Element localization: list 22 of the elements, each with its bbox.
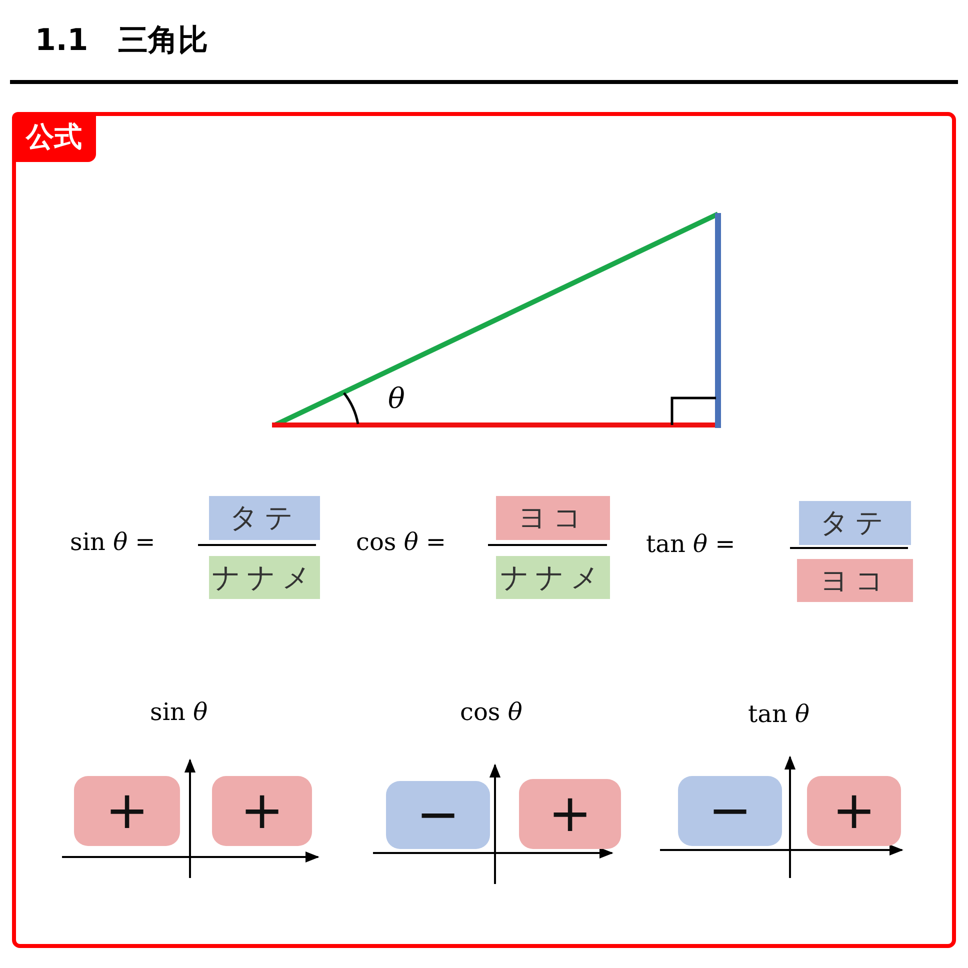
chart-title: tan θ xyxy=(748,700,810,728)
sign-box: + xyxy=(519,779,621,849)
fraction-term: ナナメ xyxy=(209,556,320,599)
panel-tab: 公式 xyxy=(12,112,96,162)
formula-label: tan θ = xyxy=(646,530,736,558)
fraction-term: ヨコ xyxy=(496,496,610,540)
section-title: 1.1 三角比 xyxy=(35,22,208,60)
sign-box: + xyxy=(807,776,901,846)
sign-box: − xyxy=(386,781,490,849)
sign-box: − xyxy=(678,776,782,846)
fraction-term: タテ xyxy=(799,501,911,545)
fraction-term: タテ xyxy=(209,496,320,540)
angle-label: θ xyxy=(388,382,405,415)
formula-panel xyxy=(12,112,956,948)
fraction-term: ヨコ xyxy=(797,559,913,602)
sign-box: + xyxy=(212,776,312,846)
chart-title: sin θ xyxy=(150,698,208,726)
fraction-term: ナナメ xyxy=(496,556,610,599)
formula-label: cos θ = xyxy=(356,528,446,556)
chart-title: cos θ xyxy=(460,698,522,726)
formula-label: sin θ = xyxy=(70,528,156,556)
sign-box: + xyxy=(74,776,180,846)
